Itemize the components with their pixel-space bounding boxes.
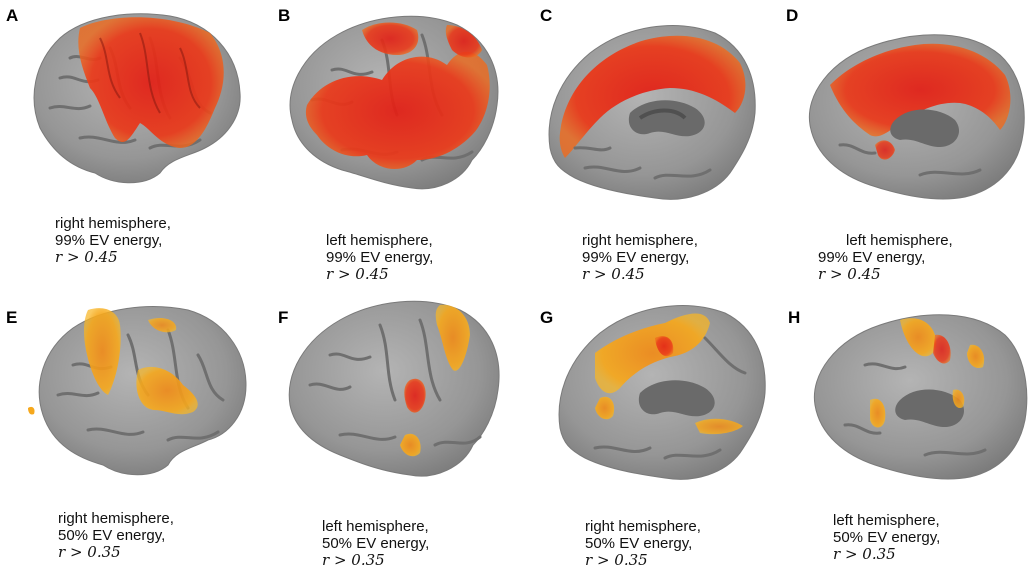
caption-c: right hemisphere, 99% EV energy, r > 0.4… <box>582 232 698 283</box>
caption-line1: left hemisphere, <box>322 518 429 535</box>
caption-condition: r > 0.45 <box>326 265 389 283</box>
caption-line1: left hemisphere, <box>833 512 940 529</box>
caption-condition: r > 0.45 <box>818 265 881 283</box>
caption-line1: left hemisphere, <box>326 232 433 249</box>
panel-letter: F <box>278 308 289 327</box>
caption-line2: 50% EV energy, <box>322 535 430 552</box>
caption-condition: r > 0.35 <box>833 545 896 563</box>
caption-line2: 50% EV energy, <box>585 535 693 552</box>
caption-line2: 99% EV energy, <box>582 249 690 266</box>
caption-line2: 99% EV energy, <box>326 249 434 266</box>
caption-a: right hemisphere, 99% EV energy, r > 0.4… <box>55 215 171 266</box>
brain-lateral-left-image <box>288 300 500 477</box>
panel-letter: G <box>540 308 554 327</box>
caption-d: left hemisphere, 99% EV energy, r > 0.45 <box>818 232 953 283</box>
brain-lateral-right-image <box>28 306 247 476</box>
caption-g: right hemisphere, 50% EV energy, r > 0.3… <box>585 518 701 569</box>
brain-medial-left-image <box>813 314 1028 480</box>
brain-lateral-left-image <box>289 15 499 190</box>
caption-line1: right hemisphere, <box>585 518 701 535</box>
panel-letter: E <box>6 308 18 327</box>
caption-line2: 99% EV energy, <box>55 232 163 249</box>
panel-letter: H <box>788 308 801 327</box>
caption-h: left hemisphere, 50% EV energy, r > 0.35 <box>833 512 940 563</box>
caption-condition: r > 0.45 <box>582 265 645 283</box>
caption-condition: r > 0.35 <box>585 551 648 569</box>
brain-lateral-right-image <box>33 13 241 184</box>
caption-e: right hemisphere, 50% EV energy, r > 0.3… <box>58 510 174 561</box>
panel-letter: D <box>786 6 799 25</box>
brain-medial-right-image <box>558 305 766 480</box>
caption-line2: 50% EV energy, <box>833 529 941 546</box>
caption-condition: r > 0.45 <box>55 248 118 266</box>
caption-line2: 99% EV energy, <box>818 249 926 266</box>
brain-medial-left-image <box>808 34 1025 200</box>
brain-medial-right-image <box>548 25 756 200</box>
panel-letter: C <box>540 6 553 25</box>
caption-f: left hemisphere, 50% EV energy, r > 0.35 <box>322 518 429 569</box>
caption-line1: right hemisphere, <box>55 215 171 232</box>
caption-line1: left hemisphere, <box>846 232 953 249</box>
panel-letter: A <box>6 6 19 25</box>
caption-condition: r > 0.35 <box>58 543 121 561</box>
caption-line2: 50% EV energy, <box>58 527 166 544</box>
caption-b: left hemisphere, 99% EV energy, r > 0.45 <box>326 232 433 283</box>
panel-letter: B <box>278 6 291 25</box>
caption-condition: r > 0.35 <box>322 551 385 569</box>
caption-line1: right hemisphere, <box>58 510 174 527</box>
caption-line1: right hemisphere, <box>582 232 698 249</box>
